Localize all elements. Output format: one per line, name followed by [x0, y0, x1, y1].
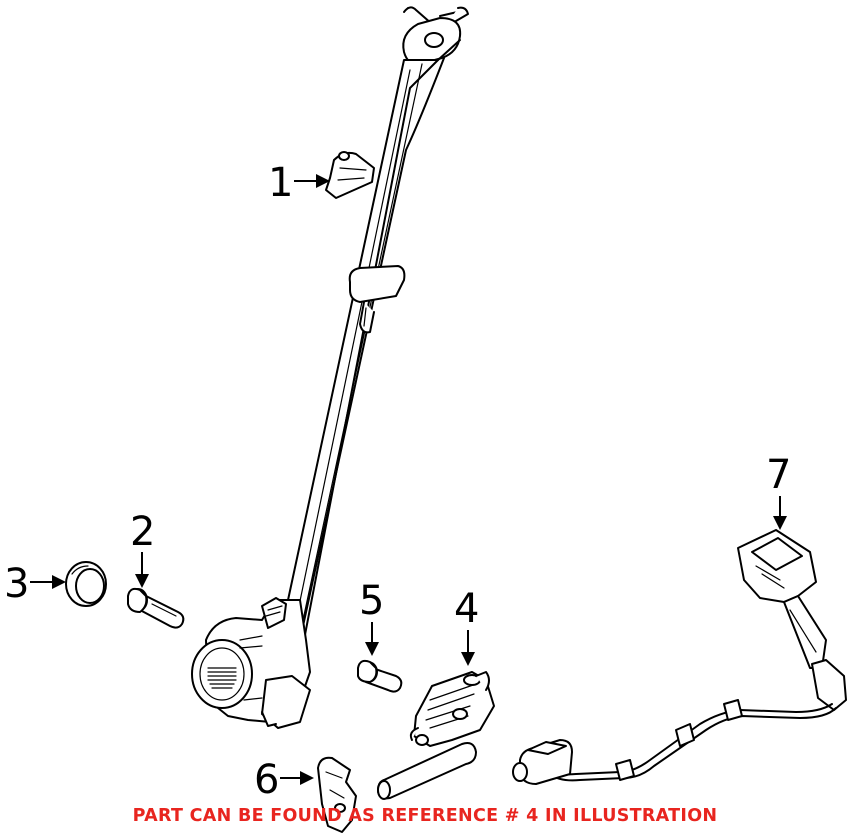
callout-4: 4 [454, 586, 479, 666]
callout-3: 3 [4, 561, 66, 607]
callout-2: 2 [130, 509, 155, 588]
callout-4-number: 4 [454, 586, 479, 632]
notice-text: PART CAN BE FOUND AS REFERENCE # 4 IN IL… [132, 806, 718, 826]
part-7-buckle [512, 529, 847, 785]
callout-7: 7 [766, 452, 791, 530]
callout-5-number: 5 [359, 578, 384, 624]
callout-1-number: 1 [268, 160, 293, 206]
part-4-anchor [377, 671, 495, 800]
callout-1: 1 [268, 160, 330, 206]
callout-5: 5 [359, 578, 384, 656]
callout-3-number: 3 [4, 561, 29, 607]
part-6-clip [317, 756, 357, 833]
callout-2-number: 2 [130, 509, 155, 555]
callout-6-number: 6 [254, 757, 279, 803]
part-3-ring [65, 561, 107, 607]
callout-6: 6 [254, 757, 314, 803]
part-1-seat-belt-retractor [191, 6, 469, 729]
callout-7-number: 7 [766, 452, 791, 498]
part-5-bolt [357, 659, 403, 693]
part-2-bolt [127, 587, 185, 629]
